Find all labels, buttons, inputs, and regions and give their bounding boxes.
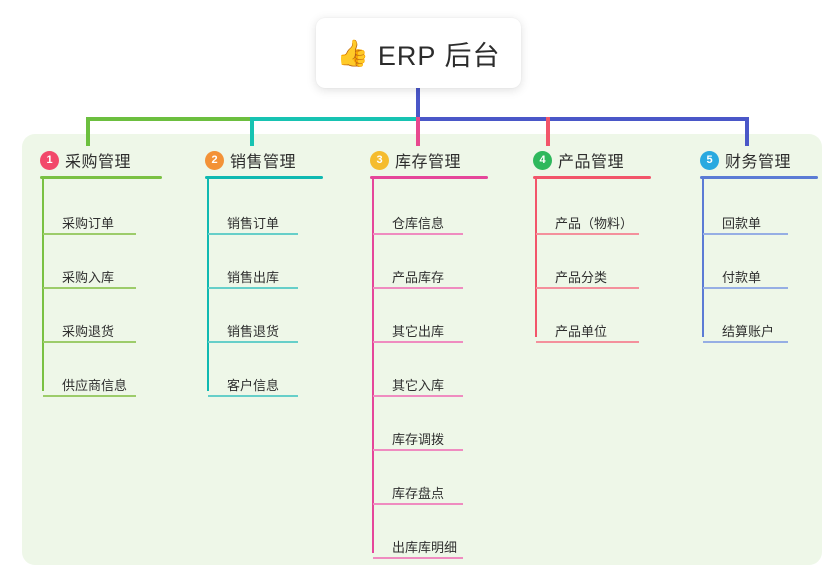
leaf-node-label[interactable]: 产品库存 [392, 270, 445, 285]
leaf-node-underline [373, 557, 463, 559]
branch-spine [702, 178, 704, 337]
branch-header-4[interactable]: 4 产品管理 [533, 148, 691, 172]
branch-column-3: 3 库存管理仓库信息产品库存其它出库其它入库库存调拨库存盘点出库库明细 [370, 148, 528, 559]
leaf-node-label[interactable]: 其它入库 [392, 378, 445, 393]
branch-header-3[interactable]: 3 库存管理 [370, 148, 528, 172]
branch-header-2[interactable]: 2 销售管理 [205, 148, 363, 172]
leaf-node-label[interactable]: 其它出库 [392, 324, 445, 339]
leaf-node-underline [536, 233, 639, 235]
thumbs-up-icon: 👍 [336, 38, 369, 68]
branch-title: 采购管理 [65, 154, 132, 171]
leaf-node-underline [43, 395, 136, 397]
leaf-node-underline [536, 287, 639, 289]
leaf-node-label[interactable]: 销售订单 [227, 216, 280, 231]
branch-title: 销售管理 [230, 154, 297, 171]
branch-column-1: 1 采购管理采购订单采购入库采购退货供应商信息 [40, 148, 202, 397]
leaf-node-label[interactable]: 产品（物料） [555, 216, 634, 231]
leaf-node-underline [208, 287, 298, 289]
branch-header-1[interactable]: 1 采购管理 [40, 148, 202, 172]
root-node[interactable]: 👍 ERP 后台 [316, 18, 521, 88]
leaf-node-underline [208, 233, 298, 235]
branch-title: 库存管理 [395, 154, 462, 171]
branch-underline [700, 176, 818, 179]
leaf-node-label[interactable]: 库存盘点 [392, 486, 445, 501]
branch-underline [40, 176, 162, 179]
leaf-node-label[interactable]: 产品分类 [555, 270, 608, 285]
branch-spine [372, 178, 374, 553]
leaf-node-underline [208, 395, 298, 397]
leaf-node-label[interactable]: 仓库信息 [392, 216, 445, 231]
leaf-node-label[interactable]: 销售退货 [227, 324, 280, 339]
leaf-node-underline [703, 341, 788, 343]
leaf-node-underline [373, 449, 463, 451]
leaf-node-label[interactable]: 结算账户 [722, 324, 775, 339]
branch-title: 财务管理 [725, 154, 792, 171]
branch-number-badge: 5 [700, 150, 719, 170]
diagram-panel [22, 134, 822, 565]
leaf-node-underline [43, 233, 136, 235]
root-node-label: ERP 后台 [377, 40, 501, 71]
branch-column-4: 4 产品管理产品（物料） 产品分类产品单位 [533, 148, 691, 343]
leaf-node-label[interactable]: 销售出库 [227, 270, 280, 285]
leaf-node-underline [373, 341, 463, 343]
branch-number-badge: 4 [533, 150, 552, 170]
branch-header-5[interactable]: 5 财务管理 [700, 148, 839, 172]
leaf-node-label[interactable]: 产品单位 [555, 324, 608, 339]
leaf-node-label[interactable]: 出库库明细 [392, 540, 458, 555]
leaf-node-label[interactable]: 客户信息 [227, 378, 280, 393]
branch-spine [207, 178, 209, 391]
leaf-node-underline [208, 341, 298, 343]
branch-title: 产品管理 [558, 154, 625, 171]
branch-column-2: 2 销售管理销售订单销售出库销售退货客户信息 [205, 148, 363, 397]
leaf-node-label[interactable]: 供应商信息 [62, 378, 128, 393]
branch-number-badge: 2 [205, 150, 224, 170]
leaf-node-label[interactable]: 采购入库 [62, 270, 115, 285]
branch-spine [535, 178, 537, 337]
branch-underline [370, 176, 488, 179]
branch-underline [205, 176, 323, 179]
leaf-node-label[interactable]: 付款单 [722, 270, 762, 285]
leaf-node-underline [373, 503, 463, 505]
leaf-node-underline [373, 233, 463, 235]
branch-number-badge: 1 [40, 150, 59, 170]
leaf-node-label[interactable]: 回款单 [722, 216, 762, 231]
leaf-node-label[interactable]: 库存调拨 [392, 432, 445, 447]
leaf-node-underline [703, 287, 788, 289]
leaf-node-label[interactable]: 采购退货 [62, 324, 115, 339]
leaf-node-underline [373, 287, 463, 289]
leaf-node-underline [536, 341, 639, 343]
leaf-node-underline [703, 233, 788, 235]
leaf-node-underline [43, 287, 136, 289]
branch-number-badge: 3 [370, 150, 389, 170]
leaf-node-underline [43, 341, 136, 343]
branch-spine [42, 178, 44, 391]
leaf-node-label[interactable]: 采购订单 [62, 216, 115, 231]
leaf-node-underline [373, 395, 463, 397]
branch-column-5: 5 财务管理回款单付款单结算账户 [700, 148, 839, 343]
branch-underline [533, 176, 651, 179]
